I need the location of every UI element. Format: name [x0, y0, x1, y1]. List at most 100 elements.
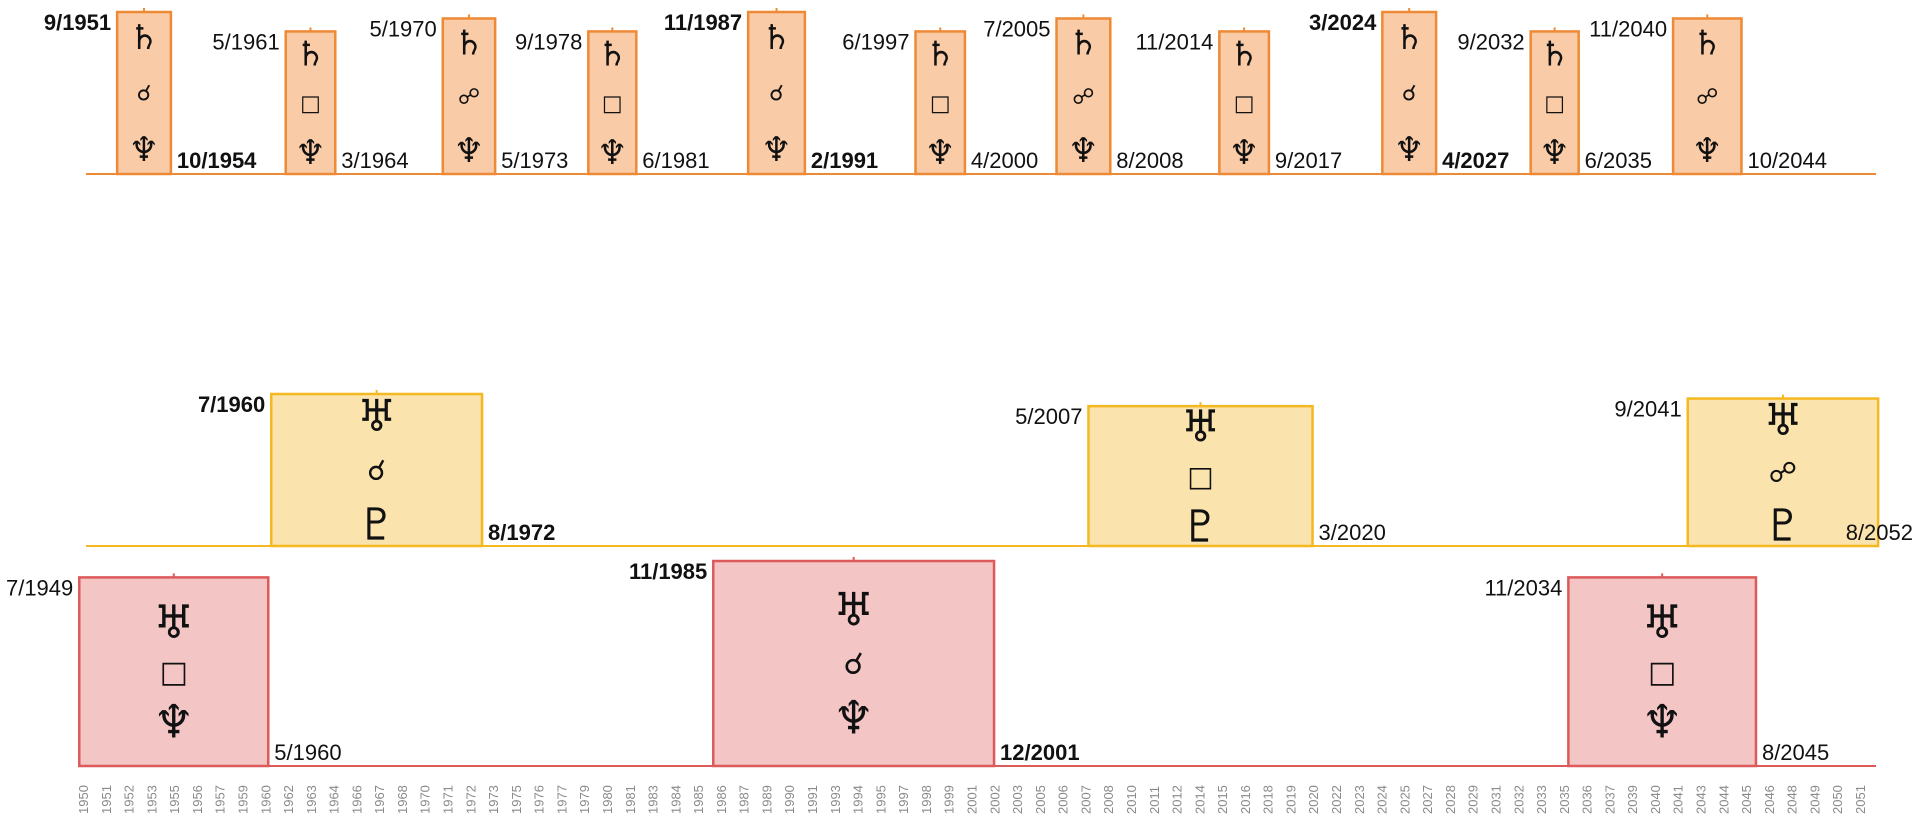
aspect-glyph: □: [160, 655, 188, 690]
aspect-glyph: □: [1187, 460, 1213, 493]
x-tick-label: 2044: [1716, 785, 1731, 814]
x-tick-label: 1975: [509, 785, 524, 814]
planet-glyph-top: ♅: [1763, 395, 1802, 446]
x-tick-label: 2046: [1762, 785, 1777, 814]
x-tick-label: 2002: [987, 785, 1002, 814]
event-rect: [1055, 17, 1112, 176]
x-tick-label: 1960: [258, 785, 273, 814]
aspect-glyph: ☍: [1696, 85, 1718, 110]
x-tick-label: 2022: [1329, 785, 1344, 814]
planet-glyph-top: ♄: [925, 34, 955, 74]
end-date-label: 8/2045: [1762, 740, 1829, 765]
event-rect: [441, 17, 497, 176]
planet-glyph-bottom: ♆: [1642, 694, 1683, 748]
planet-glyph-top: ♅: [833, 583, 874, 637]
start-date-label: 11/2034: [1484, 575, 1562, 600]
x-tick-label: 2019: [1283, 785, 1298, 814]
x-tick-label: 1981: [623, 785, 638, 814]
x-tick-label: 1997: [896, 785, 911, 814]
x-tick-label: 2012: [1170, 785, 1185, 814]
end-date-label: 5/1973: [501, 148, 568, 173]
x-tick-label: 2016: [1238, 785, 1253, 814]
end-date-label: 3/1964: [341, 148, 408, 173]
aspect-glyph: □: [1544, 91, 1565, 116]
planet-glyph-bottom: ♆: [153, 694, 194, 748]
end-date-label: 6/1981: [642, 148, 709, 173]
planet-glyph-bottom: ♆: [597, 133, 627, 173]
x-tick-label: 1971: [441, 785, 456, 814]
x-tick-label: 2040: [1648, 785, 1663, 814]
x-tick-label: 2033: [1534, 785, 1549, 814]
x-tick-label: 1957: [213, 785, 228, 814]
end-date-label: 8/2052: [1846, 520, 1913, 545]
end-date-label: 6/2035: [1585, 148, 1652, 173]
x-tick-label: 1950: [76, 785, 91, 814]
x-tick-label: 2048: [1785, 785, 1800, 814]
x-tick-label: 1994: [851, 785, 866, 814]
planet-glyph-bottom: ♆: [1539, 133, 1569, 173]
x-tick-label: 1952: [122, 785, 137, 814]
aspect-glyph: ☌: [137, 82, 152, 107]
planet-glyph-top: ♄: [1394, 18, 1424, 58]
lane-uranus-pluto: ♅☌♇7/19608/1972♅□♇5/20073/2020♅☍♇9/20418…: [86, 390, 1913, 552]
start-date-label: 5/1970: [369, 16, 436, 41]
x-tick-label: 1984: [668, 785, 683, 814]
planet-glyph-bottom: ♆: [454, 131, 484, 171]
x-tick-label: 1968: [395, 785, 410, 814]
planet-glyph-bottom: ♆: [1229, 133, 1259, 173]
start-date-label: 7/1949: [6, 575, 73, 600]
event-rect: [1686, 397, 1880, 548]
end-date-label: 8/2008: [1116, 148, 1183, 173]
x-tick-label: 2027: [1420, 785, 1435, 814]
x-tick-label: 2015: [1215, 785, 1230, 814]
x-tick-label: 2005: [1033, 785, 1048, 814]
event-rect: [115, 10, 173, 176]
x-tick-label: 2011: [1147, 786, 1162, 814]
x-tick-label: 1979: [577, 785, 592, 814]
planet-glyph-bottom: ♆: [295, 133, 325, 173]
planet-glyph-top: ♄: [454, 24, 484, 64]
x-tick-label: 2023: [1352, 785, 1367, 814]
x-tick-label: 2045: [1739, 785, 1754, 814]
x-tick-label: 2006: [1056, 785, 1071, 814]
x-tick-label: 1977: [554, 785, 569, 814]
event-rect: [1671, 17, 1743, 176]
start-date-label: 6/1997: [842, 29, 909, 54]
x-tick-label: 1980: [600, 785, 615, 814]
event-rect: [1087, 404, 1314, 548]
x-tick-label: 1987: [737, 785, 752, 814]
x-tick-label: 2036: [1580, 785, 1595, 814]
planet-glyph-top: ♅: [1181, 402, 1220, 453]
x-tick-label: 1963: [304, 785, 319, 814]
aspect-glyph: ☍: [1769, 456, 1797, 489]
x-tick-label: 2001: [965, 785, 980, 814]
planet-glyph-bottom: ♆: [1692, 131, 1722, 171]
x-tick-label: 1953: [144, 785, 159, 814]
x-tick-label: 2050: [1830, 785, 1845, 814]
end-date-label: 2/1991: [811, 148, 878, 173]
x-tick-label: 2003: [1010, 785, 1025, 814]
aspect-glyph: ☌: [1402, 82, 1417, 107]
x-tick-label: 1956: [190, 785, 205, 814]
x-tick-label: 2020: [1306, 785, 1321, 814]
planet-glyph-bottom: ♆: [833, 691, 874, 745]
x-tick-label: 2043: [1694, 785, 1709, 814]
